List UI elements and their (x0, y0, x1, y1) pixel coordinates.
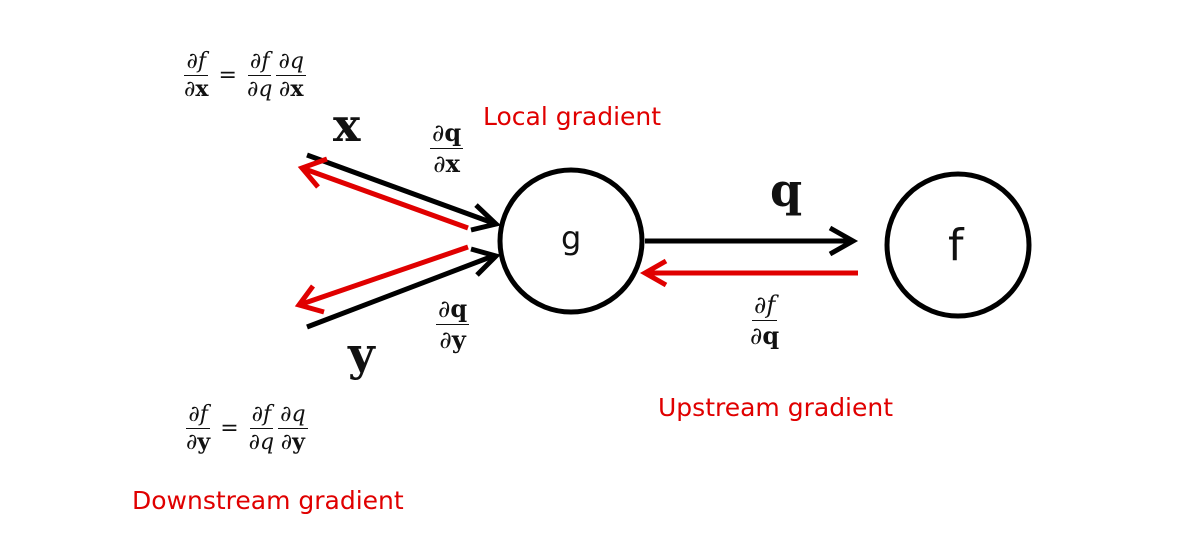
variable-x: x (333, 98, 361, 152)
chain-rule-x: ∂f ∂x = ∂f ∂q ∂q ∂x (184, 49, 306, 103)
local-gradient-dq-dx: ∂q ∂x (430, 118, 464, 179)
variable-q: q (770, 163, 803, 217)
downstream-gradient-label: Downstream gradient (132, 486, 404, 515)
variable-y: y (348, 327, 375, 381)
local-gradient-dq-dy: ∂q ∂y (436, 294, 470, 355)
node-f-label: f (948, 220, 964, 271)
local-gradient-label: Local gradient (483, 102, 662, 131)
node-f (884, 171, 1032, 319)
chain-rule-y: ∂f ∂y = ∂f ∂q ∂q ∂y (186, 402, 308, 456)
forward-arrow-q (645, 225, 859, 257)
node-g (497, 167, 645, 315)
forward-arrow-x (306, 152, 502, 233)
upstream-gradient-df-dq: ∂f ∂q (750, 291, 780, 351)
upstream-gradient-label: Upstream gradient (658, 393, 894, 422)
backward-arrow-q (639, 258, 858, 288)
node-g-label: g (561, 219, 582, 257)
backward-arrow-y (294, 244, 469, 315)
backward-arrow-x (297, 156, 469, 231)
forward-arrow-y (306, 246, 501, 330)
